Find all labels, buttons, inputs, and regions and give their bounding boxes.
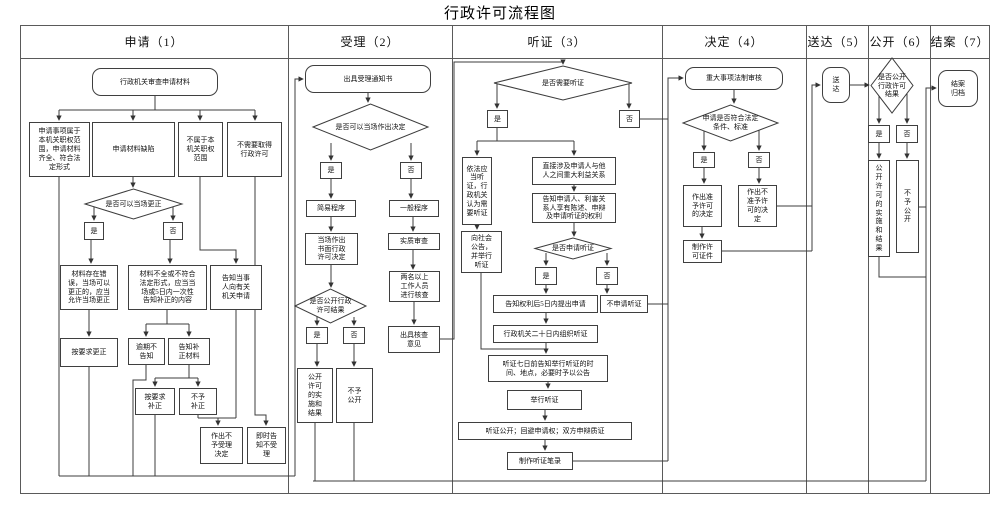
node-apply-within-5-days: 告知权利后5日内提出申请 <box>493 295 598 313</box>
node-publicize-implementation-result: 公 开 许 可 的 实 施 和 结 果 <box>868 160 890 257</box>
node-issue-verification-opinion: 出具核查 意见 <box>388 326 440 353</box>
node-public-announce-hearing: 向社会 公告， 并举行 听证 <box>461 231 502 273</box>
column-header-publicity: 公开（6） <box>869 35 929 49</box>
node-grant-license-decision: 作出准 予许可 的决定 <box>683 185 722 227</box>
node-decision-not-accept: 作出不 予受理 决定 <box>200 427 243 464</box>
node-publicize-implementation: 公开 许可 的实 施和 结果 <box>297 368 333 423</box>
node-deny-license-decision: 作出不 准予许 可的决 定 <box>738 185 777 227</box>
page-title: 行政许可流程图 <box>443 6 556 22</box>
node-hearing-transcript: 制作听证笔录 <box>507 452 573 470</box>
branch-yes: 是 <box>320 162 342 179</box>
node-make-license-certificate: 制作许 可证件 <box>683 240 722 263</box>
node-materials-complete: 申请事项属于 本机关职权范 围，申请材料 齐全、符合法 定形式 <box>29 122 90 177</box>
node-issue-acceptance-notice: 出具受理通知书 <box>305 65 431 93</box>
node-incomplete-notify: 材料不全或不符合 法定形式，应当当 场或5日内一次性 告知补正的内容 <box>128 265 207 310</box>
branch-no: 否 <box>748 152 770 168</box>
node-no-hearing-application: 不申请听证 <box>600 295 648 313</box>
column-header-apply: 申请（1） <box>124 35 184 49</box>
node-major-interest-relation: 直接涉及申请人与他 人之间重大利益关系 <box>532 157 616 185</box>
decision-on-spot-decision: 是否可以当场作出决定 <box>335 122 406 131</box>
node-written-decision-on-spot: 当场作出 书面行政 许可决定 <box>305 233 358 265</box>
node-refer-other-organ: 告知当事 人向有关 机关申请 <box>210 265 262 310</box>
branch-no: 否 <box>619 110 640 128</box>
node-review-application-materials: 行政机关审查申请材料 <box>92 68 218 96</box>
column-header-hearing: 听证（3） <box>527 35 587 49</box>
node-notify-rights: 告知申请人、利害关 系人享有陈述、申辩 及申请听证的权利 <box>532 193 616 223</box>
flow-connectors <box>56 59 937 482</box>
node-substantive-review: 实质审查 <box>388 233 440 250</box>
node-supplement-as-required: 按要求 补正 <box>135 388 175 415</box>
column-header-decision: 决定（4） <box>704 35 764 49</box>
branch-no: 否 <box>896 125 918 143</box>
node-notify-supplement: 告知补 正材料 <box>168 338 210 365</box>
branch-yes: 是 <box>306 327 328 344</box>
node-not-publicize: 不予 公开 <box>336 368 373 423</box>
decision-apply-hearing: 是否申请听证 <box>552 244 594 253</box>
branch-no: 否 <box>400 162 422 179</box>
decision-correct-on-spot: 是否可以当场更正 <box>105 199 162 208</box>
branch-yes: 是 <box>487 110 508 128</box>
branch-no: 否 <box>163 222 183 240</box>
node-delivery: 送 达 <box>822 67 850 103</box>
node-two-staff-verify: 两名以上 工作人员 进行核查 <box>389 271 440 302</box>
branch-yes: 是 <box>693 152 715 168</box>
decision-publicize-result: 是否公开行政 许可结果 <box>309 297 352 314</box>
node-hearing-principles: 听证公开；回避申请权；双方申辩质证 <box>458 422 632 440</box>
node-no-supplement: 不予 补正 <box>179 388 217 415</box>
decision-hearing-needed: 是否需要听证 <box>542 78 584 87</box>
branch-yes: 是 <box>84 222 104 240</box>
node-correct-as-required: 按要求更正 <box>60 338 118 367</box>
branch-yes: 是 <box>535 267 557 285</box>
column-header-accept: 受理（2） <box>340 35 400 49</box>
node-no-license-needed: 不需要取得 行政许可 <box>227 122 282 177</box>
decision-meets-legal-conditions: 申请是否符合法定 条件、标准 <box>702 114 759 131</box>
branch-yes: 是 <box>868 125 890 143</box>
node-simple-procedure: 简易程序 <box>306 200 356 217</box>
node-not-publicize: 不 予 公 开 <box>896 160 919 253</box>
node-general-procedure: 一般程序 <box>389 200 439 217</box>
node-overdue-no-notice: 逾期不 告知 <box>128 338 165 365</box>
decision-publicize-license-result: 是否公开 行政许可 结果 <box>878 72 906 99</box>
decision-diamonds <box>83 57 914 324</box>
node-close-and-archive: 结案 归档 <box>938 70 978 107</box>
node-materials-defective: 申请材料缺陷 <box>92 122 175 177</box>
branch-no: 否 <box>596 267 618 285</box>
branch-no: 否 <box>343 327 365 344</box>
column-header-delivery: 送达（5） <box>807 35 867 49</box>
node-legal-review-major-items: 重大事项法制审核 <box>685 67 783 90</box>
node-not-within-authority: 不属于本 机关职权 范围 <box>178 122 223 177</box>
table-frame <box>20 25 990 494</box>
node-organize-hearing-20-days: 行政机关二十日内组织听证 <box>493 325 598 343</box>
node-notify-time-place: 听证七日前告知举行听证的时 间、地点，必要时予以公告 <box>488 355 608 382</box>
node-hearing-by-law: 依法应 当听 证，行 政机关 认为需 要听证 <box>462 157 492 225</box>
node-hold-hearing: 举行听证 <box>507 390 582 410</box>
node-immediate-notice-not-accept: 即时告 知不受 理 <box>247 427 286 464</box>
column-header-closing: 结案（7） <box>930 35 990 49</box>
node-error-correctable: 材料存在错 误，当场可以 更正的，应当 允许当场更正 <box>60 265 118 310</box>
